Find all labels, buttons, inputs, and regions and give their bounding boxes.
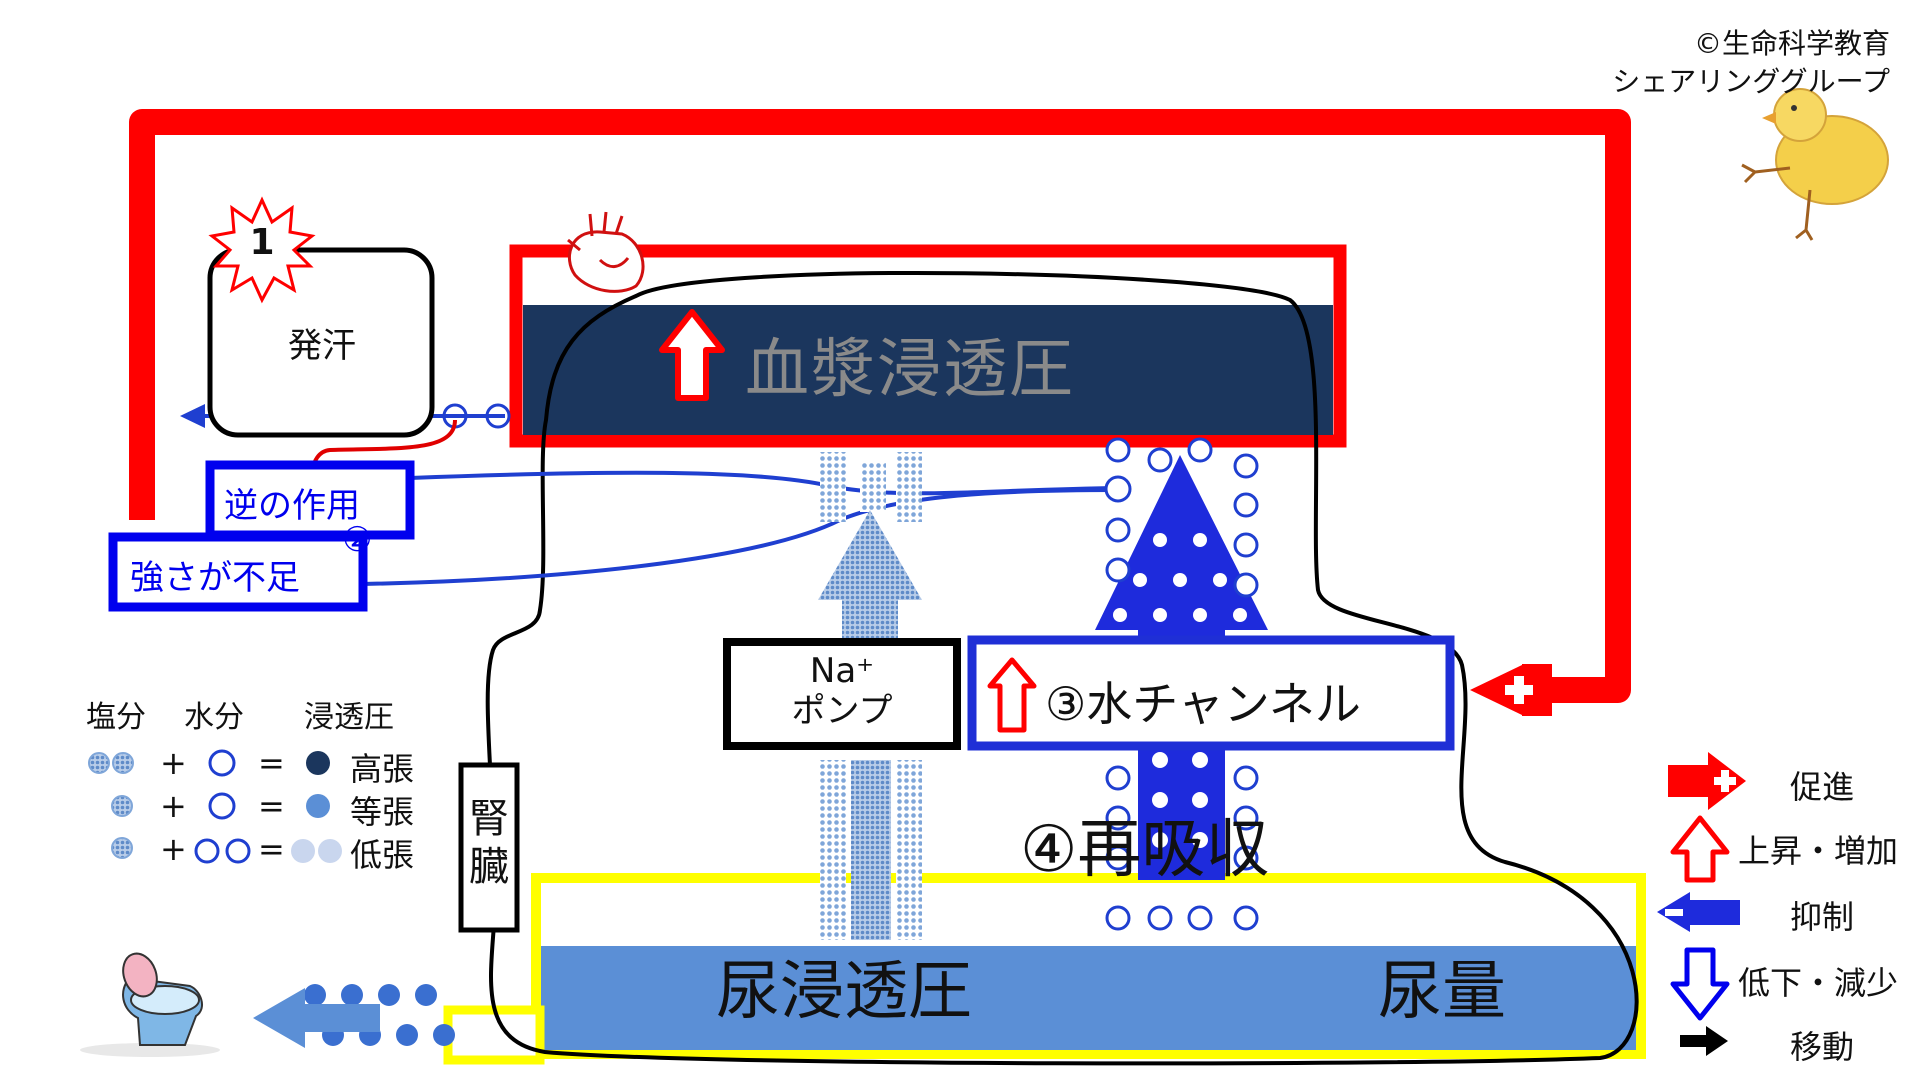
step2-number: ② xyxy=(342,520,373,560)
legend-equals-1: = xyxy=(258,744,285,782)
plasma-fill xyxy=(523,305,1333,435)
na-pump-box xyxy=(723,638,961,750)
opposite-effect-label: 逆の作用 xyxy=(224,486,360,526)
legend-header-water: 水分 xyxy=(184,700,244,735)
copyright-line1: ©生命科学教育 xyxy=(1693,27,1890,60)
salt-column xyxy=(818,452,922,940)
na-pump-label-line2: ポンプ xyxy=(791,691,893,731)
sweating-label: 発汗 xyxy=(288,326,356,366)
arrow-legend-rise: 上昇・増加 xyxy=(1738,832,1899,870)
kidney-label: 腎臓 xyxy=(469,796,509,890)
inhibit-line-bottom xyxy=(361,488,1119,586)
legend-header-osmotic: 浸透圧 xyxy=(304,700,394,735)
plasma-frame xyxy=(509,244,1347,448)
opposite-effect-box xyxy=(205,460,415,540)
legend-result-hypotonic: 低張 xyxy=(350,836,415,874)
kidney-outline xyxy=(485,270,1639,1066)
chick-illustration xyxy=(1741,88,1889,241)
legend-plus-2: + xyxy=(160,787,187,825)
urine-outflow-arrow xyxy=(253,988,380,1048)
starburst-icon xyxy=(208,196,316,304)
na-pump-label-line1: Na⁺ xyxy=(809,651,875,691)
water-channel-box xyxy=(967,635,1455,751)
arrow-legend-symbols xyxy=(1657,752,1746,1056)
urine-frame xyxy=(531,873,1646,1059)
osmotic-legend-symbols xyxy=(88,749,342,864)
feedback-loop-red xyxy=(129,109,1631,716)
plasma-osmotic-pressure-label: 血漿浸透圧 xyxy=(745,333,1075,407)
insufficient-strength-label: 強さが不足 xyxy=(130,558,300,598)
increase-arrow-plasma xyxy=(659,309,725,401)
water-loss-arrowhead xyxy=(180,404,205,428)
arrow-legend-inhibit: 抑制 xyxy=(1790,898,1855,936)
insufficient-box xyxy=(108,532,368,612)
water-channel-label: ③水チャンネル xyxy=(1045,677,1361,731)
legend-plus-3: + xyxy=(160,830,187,868)
urine-osmotic-pressure-label: 尿浸透圧 xyxy=(716,955,972,1029)
urine-volume-label: 尿量 xyxy=(1378,955,1506,1029)
kidney-box xyxy=(458,762,520,933)
urine-outflow-dots xyxy=(304,984,455,1046)
legend-result-isotonic: 等張 xyxy=(350,793,415,831)
arrow-legend-move: 移動 xyxy=(1790,1028,1855,1066)
arrow-legend-decrease: 低下・減少 xyxy=(1738,964,1899,1002)
red-connector xyxy=(310,419,457,471)
urine-fill xyxy=(541,946,1636,1050)
legend-equals-3: = xyxy=(258,830,285,868)
increase-arrow-channel xyxy=(987,657,1037,733)
legend-plus-1: + xyxy=(160,744,187,782)
legend-result-hypertonic: 高張 xyxy=(350,750,415,788)
toilet-icon xyxy=(80,952,220,1057)
copyright-line2: シェアリンググループ xyxy=(1612,65,1890,98)
step1-number: 1 xyxy=(249,222,275,263)
legend-header-salt: 塩分 xyxy=(86,700,146,735)
legend-equals-2: = xyxy=(258,787,285,825)
arrow-legend-promote: 促進 xyxy=(1790,768,1855,806)
reabsorption-label: ④再吸収 xyxy=(1020,813,1270,887)
urine-outflow-tube xyxy=(443,1005,545,1065)
heart-icon xyxy=(567,211,645,293)
